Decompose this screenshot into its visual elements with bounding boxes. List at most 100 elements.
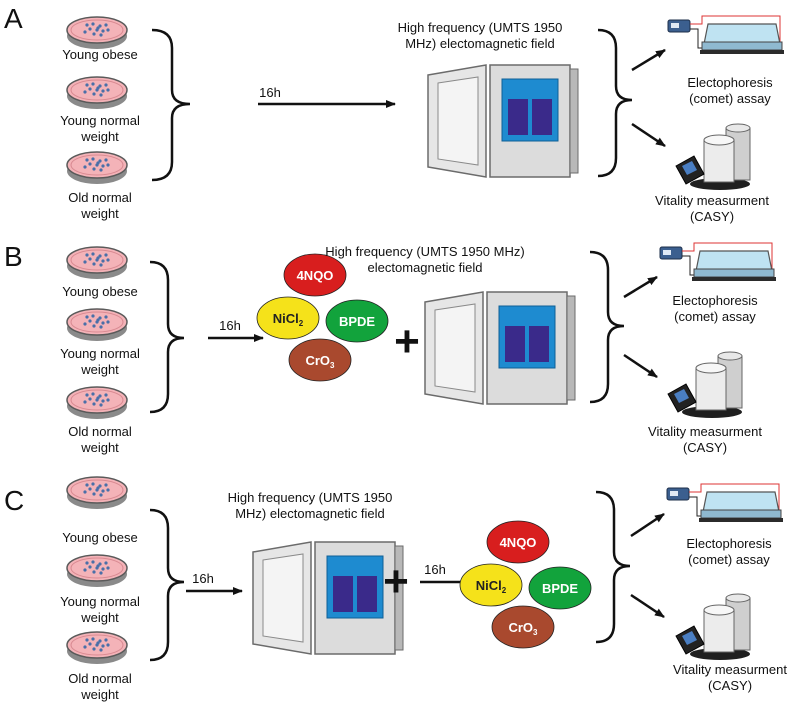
casy-tower-top bbox=[725, 593, 751, 603]
dish-inner-rim bbox=[70, 389, 124, 411]
cell-dot bbox=[101, 259, 105, 263]
cell-dot bbox=[106, 398, 110, 402]
cell-dot bbox=[92, 32, 96, 36]
panel-c: C Young obese Young normal weight Old no… bbox=[4, 476, 787, 702]
cell-dot bbox=[101, 567, 105, 571]
casy-tower-top bbox=[725, 123, 751, 133]
dish-inner-rim bbox=[70, 557, 124, 579]
dish-inner-rim bbox=[70, 479, 124, 501]
panel-letter-c: C bbox=[4, 485, 24, 516]
cell-dot bbox=[88, 319, 92, 323]
cell-dot bbox=[91, 637, 95, 641]
cell-dot bbox=[92, 570, 96, 574]
sample-label-weight: weight bbox=[80, 610, 119, 625]
cell-dot bbox=[99, 571, 103, 575]
panel-b: B Young obese Young normal weight Old no… bbox=[4, 241, 776, 455]
cell-dot bbox=[85, 315, 89, 319]
output-brace bbox=[589, 250, 625, 404]
cell-dot bbox=[96, 161, 100, 165]
cell-dot bbox=[98, 159, 102, 163]
sample-label-old-normal: Old normal bbox=[68, 671, 132, 686]
chemical-cro3 bbox=[491, 605, 555, 649]
cell-dot bbox=[106, 258, 110, 262]
cell-dot bbox=[88, 27, 92, 31]
petri-dish-young-normal bbox=[66, 76, 128, 109]
power-display bbox=[671, 23, 679, 28]
arrow bbox=[623, 275, 658, 299]
arrow bbox=[631, 48, 666, 72]
vitality-label-line2: (CASY) bbox=[683, 440, 727, 455]
sample-label-weight: weight bbox=[80, 440, 119, 455]
gel-tank-base bbox=[700, 50, 784, 54]
cell-dot bbox=[96, 396, 100, 400]
cell-dot bbox=[99, 168, 103, 172]
gel-tank-base bbox=[692, 277, 776, 281]
cell-dot bbox=[88, 162, 92, 166]
field-label-line2: electomagnetic field bbox=[368, 260, 483, 275]
cell-dot bbox=[101, 399, 105, 403]
electrophoresis-apparatus bbox=[666, 483, 783, 522]
sample-label-young-obese: Young obese bbox=[62, 530, 137, 545]
output-brace bbox=[597, 28, 633, 178]
cell-dot bbox=[85, 561, 89, 565]
cell-dot bbox=[101, 321, 105, 325]
vitality-label-line2: (CASY) bbox=[708, 678, 752, 693]
cell-dot bbox=[88, 87, 92, 91]
cell-dot bbox=[96, 86, 100, 90]
sample-label-young-obese: Young obese bbox=[62, 47, 137, 62]
cell-dot bbox=[104, 158, 108, 162]
dish-inner-rim bbox=[70, 19, 124, 41]
cell-dot bbox=[88, 257, 92, 261]
cell-dot bbox=[99, 493, 103, 497]
casy-cell-counter bbox=[675, 123, 751, 190]
incubator-side bbox=[566, 295, 576, 401]
cell-dot bbox=[96, 564, 100, 568]
sample-label-old-normal: Old normal bbox=[68, 424, 132, 439]
cell-dot bbox=[99, 33, 103, 37]
power-cable-red bbox=[682, 242, 773, 273]
casy-tower-top bbox=[717, 351, 743, 361]
incubator-chamber bbox=[529, 326, 549, 362]
plus-sign: + bbox=[394, 317, 420, 366]
chemical-4nqo bbox=[283, 253, 347, 297]
electrophoresis-apparatus bbox=[667, 15, 784, 54]
cell-dot bbox=[106, 488, 110, 492]
cell-dot bbox=[92, 324, 96, 328]
casy-chamber-top bbox=[703, 604, 735, 616]
cell-dot bbox=[106, 566, 110, 570]
cell-dot bbox=[106, 88, 110, 92]
power-display bbox=[670, 491, 678, 496]
cell-dot bbox=[101, 89, 105, 93]
time-label-2: 16h bbox=[424, 562, 446, 577]
sample-brace bbox=[151, 28, 191, 182]
cell-dot bbox=[98, 316, 102, 320]
incubator bbox=[252, 541, 404, 655]
petri-dish-young-normal bbox=[66, 554, 128, 587]
incubator-chamber bbox=[532, 99, 552, 135]
panel-letter-b: B bbox=[4, 241, 23, 272]
cell-dot bbox=[104, 561, 108, 565]
cell-dot bbox=[92, 402, 96, 406]
comet-label-line1: Electophoresis bbox=[687, 75, 773, 90]
chemical-label: NiCl2 bbox=[476, 578, 507, 595]
gel-tank bbox=[701, 41, 783, 51]
vitality-label-line1: Vitality measurment bbox=[655, 193, 769, 208]
cell-dot bbox=[83, 490, 87, 494]
cell-dot bbox=[85, 158, 89, 162]
cell-dot bbox=[83, 400, 87, 404]
cell-dot bbox=[99, 403, 103, 407]
chemical-nicl2 bbox=[256, 296, 320, 340]
incubator bbox=[424, 291, 576, 405]
incubator-chamber bbox=[505, 326, 525, 362]
output-brace bbox=[595, 490, 631, 644]
incubator-window bbox=[437, 76, 479, 166]
incubator-chamber bbox=[508, 99, 528, 135]
cell-dot bbox=[101, 164, 105, 168]
cell-dot bbox=[98, 484, 102, 488]
sample-label-young-normal: Young normal bbox=[60, 594, 140, 609]
cell-dot bbox=[85, 483, 89, 487]
arrow bbox=[623, 353, 658, 379]
chemical-label: CrO3 bbox=[305, 353, 335, 370]
